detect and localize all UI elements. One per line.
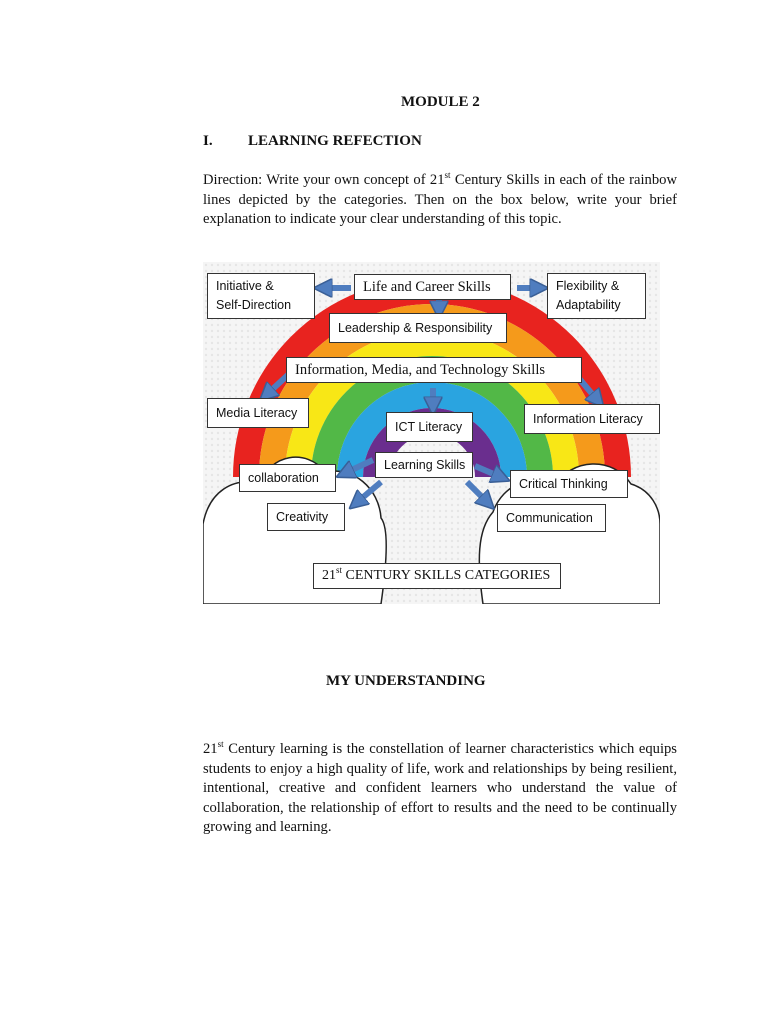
section-title: LEARNING REFECTION bbox=[248, 133, 422, 149]
creativity-box: Creativity bbox=[267, 503, 345, 531]
understanding-superscript: st bbox=[217, 739, 224, 749]
arrow-to-creativity bbox=[355, 479, 383, 504]
flexibility-box: Flexibility & Adaptability bbox=[547, 273, 646, 319]
skills-rainbow-diagram: Life and Career Skills Initiative & Self… bbox=[203, 262, 660, 604]
learning-skills-box: Learning Skills bbox=[375, 452, 473, 478]
leadership-box: Leadership & Responsibility bbox=[329, 313, 507, 343]
initiative-line1: Initiative & bbox=[216, 279, 274, 293]
critical-thinking-box: Critical Thinking bbox=[510, 470, 628, 498]
flexibility-line2: Adaptability bbox=[556, 298, 621, 312]
module-title: MODULE 2 bbox=[401, 94, 480, 110]
arrow-to-critical-thinking bbox=[473, 463, 503, 478]
categories-superscript: st bbox=[336, 565, 343, 575]
understanding-paragraph: 21st Century learning is the constellati… bbox=[203, 740, 677, 838]
arrow-to-communication bbox=[464, 479, 489, 504]
direction-superscript: st bbox=[444, 170, 451, 180]
initiative-box: Initiative & Self-Direction bbox=[207, 273, 315, 319]
categories-text-start: 21 bbox=[322, 568, 336, 583]
direction-paragraph: Direction: Write your own concept of 21s… bbox=[203, 171, 677, 230]
life-career-skills-box: Life and Career Skills bbox=[354, 274, 511, 300]
arrow-to-collaboration bbox=[343, 457, 375, 474]
flexibility-line1: Flexibility & bbox=[556, 279, 620, 293]
categories-text-end: CENTURY SKILLS CATEGORIES bbox=[342, 568, 551, 583]
understanding-text-start: 21 bbox=[203, 741, 218, 757]
initiative-line2: Self-Direction bbox=[216, 298, 292, 312]
arrow-to-media-literacy bbox=[265, 371, 292, 396]
communication-box: Communication bbox=[497, 504, 606, 532]
info-media-tech-box: Information, Media, and Technology Skill… bbox=[286, 357, 582, 383]
ict-literacy-box: ICT Literacy bbox=[386, 412, 473, 442]
categories-label: 21st CENTURY SKILLS CATEGORIES bbox=[313, 563, 561, 589]
section-number: I. bbox=[203, 133, 213, 149]
collaboration-box: collaboration bbox=[239, 464, 336, 492]
my-understanding-title: MY UNDERSTANDING bbox=[326, 673, 486, 689]
information-literacy-box: Information Literacy bbox=[524, 404, 660, 434]
media-literacy-box: Media Literacy bbox=[207, 398, 309, 428]
direction-text-end: Century Skills in each of the rainbow li… bbox=[203, 172, 677, 227]
understanding-text-end: Century learning is the constellation of… bbox=[203, 741, 677, 835]
direction-text-start: Direction: Write your own concept of 21 bbox=[203, 172, 445, 188]
